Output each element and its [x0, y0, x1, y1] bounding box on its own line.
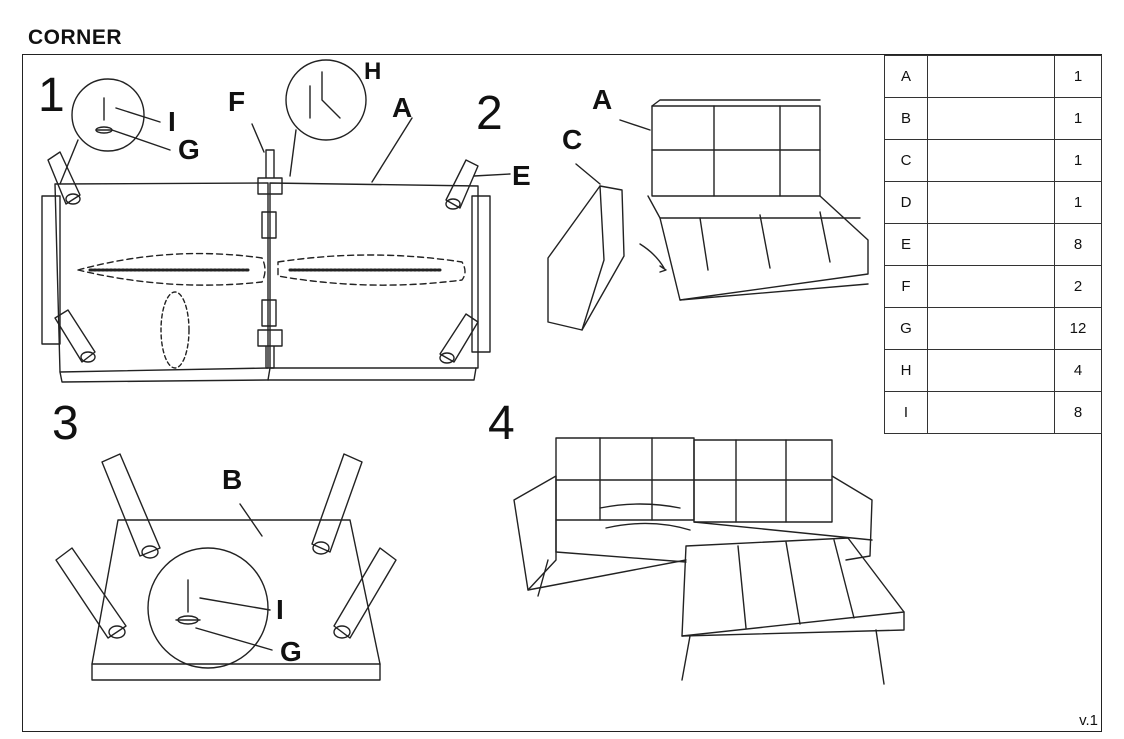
part-letter: H — [884, 349, 928, 392]
leg-3-top-right — [311, 453, 363, 555]
part-letter: A — [884, 55, 928, 98]
part-illustration — [927, 265, 1055, 308]
part-illustration — [927, 391, 1055, 434]
callout-i-step1: I — [168, 106, 176, 137]
version-label: v.1 — [1079, 712, 1098, 729]
page-title: CORNER — [28, 26, 123, 49]
callout-a-step2: A — [592, 84, 613, 115]
part-quantity: 8 — [1054, 391, 1102, 434]
part-quantity: 1 — [1054, 139, 1102, 182]
leg-3-bottom-right — [333, 547, 397, 639]
step4-assembled-sofa — [513, 437, 905, 685]
part-quantity: 4 — [1054, 349, 1102, 392]
part-letter: C — [884, 139, 928, 182]
part-quantity: 12 — [1054, 307, 1102, 350]
part-illustration — [927, 139, 1055, 182]
part-quantity: 1 — [1054, 55, 1102, 98]
step-number-3: 3 — [52, 397, 79, 450]
part-illustration — [927, 55, 1055, 98]
callout-i-step3: I — [276, 594, 284, 625]
step-number-2: 2 — [476, 87, 503, 140]
part-quantity: 1 — [1054, 97, 1102, 140]
part-quantity: 2 — [1054, 265, 1102, 308]
step1-sofa-underside — [41, 59, 511, 383]
part-letter: D — [884, 181, 928, 224]
leg-top-right — [445, 159, 479, 210]
callout-g-step1: G — [178, 134, 200, 165]
step2-armrest-attach — [547, 99, 869, 331]
callout-a-step1: A — [392, 92, 413, 123]
step-number-4: 4 — [488, 397, 515, 450]
callout-c: C — [562, 124, 583, 155]
leg-bottom-right — [439, 313, 479, 364]
leg-3-top-left — [101, 453, 161, 559]
leg-bottom-left — [54, 309, 96, 363]
callout-f: F — [228, 86, 246, 117]
part-illustration — [927, 307, 1055, 350]
part-illustration — [927, 181, 1055, 224]
step3-ottoman-underside — [55, 453, 397, 681]
part-quantity: 8 — [1054, 223, 1102, 266]
part-letter: E — [884, 223, 928, 266]
leg-top-left — [47, 151, 81, 205]
part-letter: F — [884, 265, 928, 308]
callout-g-step3: G — [280, 636, 302, 667]
callout-h: H — [364, 58, 382, 85]
part-illustration — [927, 97, 1055, 140]
part-illustration — [927, 349, 1055, 392]
step-number-1: 1 — [38, 69, 65, 122]
part-letter: G — [884, 307, 928, 350]
part-illustration — [927, 223, 1055, 266]
callout-e: E — [512, 160, 531, 191]
parts-row: G 12 — [884, 307, 1102, 350]
part-letter: I — [884, 391, 928, 434]
leg-3-bottom-left — [55, 547, 127, 639]
callout-b: B — [222, 464, 243, 495]
part-quantity: 1 — [1054, 181, 1102, 224]
part-letter: B — [884, 97, 928, 140]
